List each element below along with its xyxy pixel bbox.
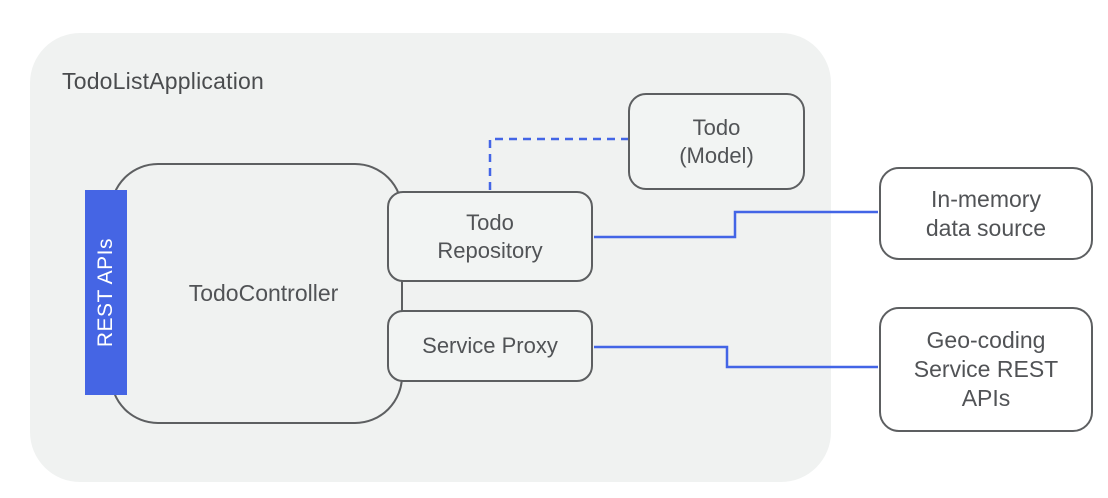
- todo-model-label-line2: (Model): [679, 142, 754, 168]
- rest-apis-band: REST APIs: [85, 190, 127, 395]
- geo-coding-label-line3: APIs: [961, 384, 1011, 411]
- node-todo-repository: Todo Repository: [387, 191, 593, 282]
- todolistapplication-label: TodoListApplication: [62, 68, 264, 94]
- service-proxy-label: Service Proxy: [422, 333, 558, 359]
- geo-coding-label-line2: Service REST: [913, 356, 1059, 383]
- todo-model-label-line1: Todo: [692, 115, 741, 140]
- todo-repository-label-line1: Todo: [466, 210, 514, 235]
- todocontroller-label: TodoController: [188, 280, 339, 307]
- node-todocontroller: TodoController: [110, 163, 403, 424]
- in-memory-label-line2: data source: [925, 214, 1047, 241]
- node-geo-coding-service: Geo-coding Service REST APIs: [879, 307, 1093, 432]
- in-memory-label-line1: In-memory: [931, 185, 1041, 212]
- todo-repository-label-line2: Repository: [437, 237, 543, 263]
- geo-coding-label-line1: Geo-coding: [926, 327, 1046, 354]
- node-todo-model: Todo (Model): [628, 93, 805, 190]
- node-in-memory-data-source: In-memory data source: [879, 167, 1093, 260]
- node-service-proxy: Service Proxy: [387, 310, 593, 382]
- rest-apis-label: REST APIs: [94, 237, 117, 348]
